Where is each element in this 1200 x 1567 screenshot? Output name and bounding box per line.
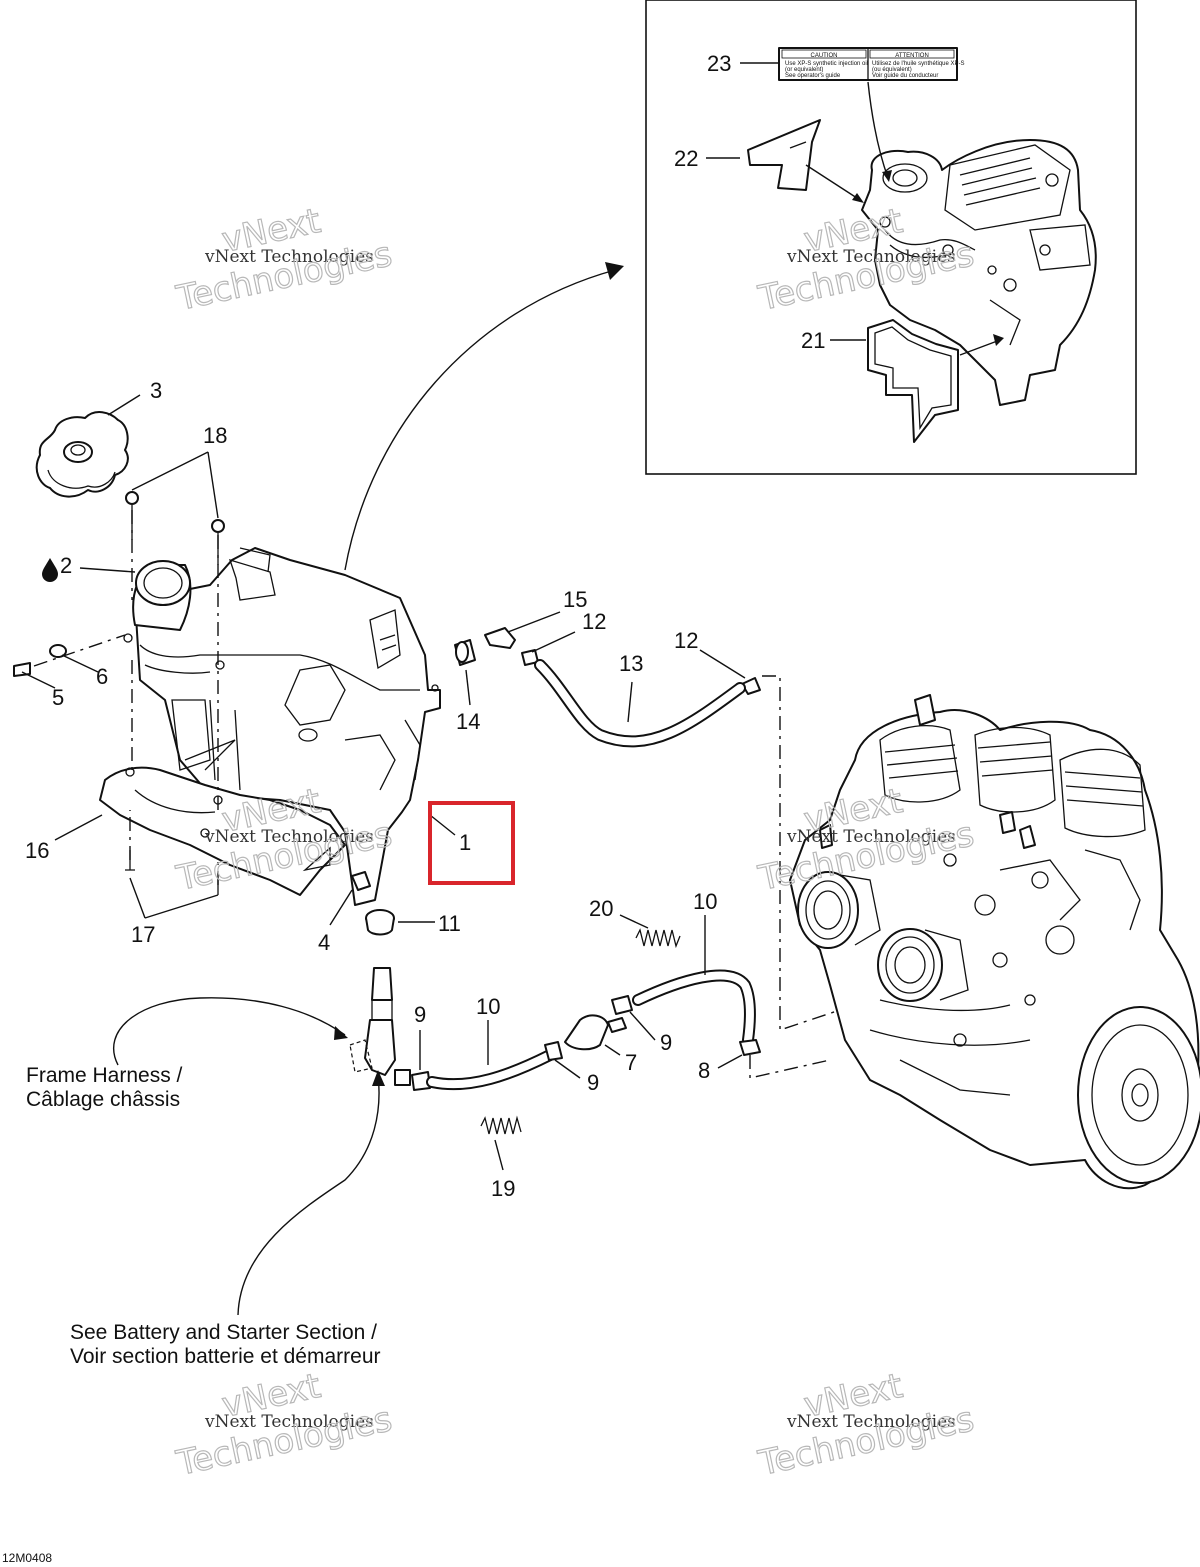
watermark-6: vNext Technologies Technologies vNext <box>754 1365 978 1484</box>
svg-text:vNext Technologies: vNext Technologies <box>204 827 374 847</box>
hose-10-upper <box>632 969 756 1046</box>
svg-text:vNext Technologies: vNext Technologies <box>786 1412 956 1432</box>
watermark-1: vNext Technologies Technologies vNext <box>172 200 396 319</box>
leader-lines <box>21 394 746 1171</box>
callout-20: 20 <box>589 896 613 921</box>
caution-decal-23: CAUTION ATTENTION Use XP-S synthetic inj… <box>778 47 965 81</box>
diagram-code: 12M0408 <box>2 1551 52 1565</box>
spring-20 <box>635 928 681 949</box>
callout-9a: 9 <box>414 1002 426 1027</box>
spring-19 <box>480 1115 522 1135</box>
callout-9b: 9 <box>587 1070 599 1095</box>
decal-left-title: CAUTION <box>811 53 838 59</box>
callout-17: 17 <box>131 922 155 947</box>
battery-section-label-line1: See Battery and Starter Section / <box>70 1321 377 1344</box>
watermark-5: vNext Technologies Technologies vNext <box>172 1365 396 1484</box>
callout-18: 18 <box>203 423 227 448</box>
callout-10a: 10 <box>476 994 500 1019</box>
callout-13: 13 <box>619 651 643 676</box>
svg-text:vNext Technologies: vNext Technologies <box>786 247 956 267</box>
oil-filter-7 <box>564 1014 627 1051</box>
callout-6: 6 <box>96 664 108 689</box>
decal-21 <box>867 319 959 443</box>
watermark-3: vNext Technologies Technologies vNext <box>172 780 396 899</box>
arrow-tank-to-inset <box>344 269 616 571</box>
decal-left-text1: Use XP-S synthetic injection oil <box>785 61 868 67</box>
callout-8: 8 <box>698 1058 710 1083</box>
elbow-fitting-15 <box>484 627 516 649</box>
decal-right-title: ATTENTION <box>895 53 929 59</box>
callout-3: 3 <box>150 378 162 403</box>
callout-2: 2 <box>60 553 72 578</box>
oil-cap-3 <box>35 411 129 498</box>
battery-section-label-line2: Voir section batterie et démarreur <box>70 1345 381 1368</box>
callout-19: 19 <box>491 1176 515 1201</box>
callout-14: 14 <box>456 709 480 734</box>
callout-12b: 12 <box>674 628 698 653</box>
oil-drop-icon <box>42 558 58 582</box>
engine-top-inset <box>861 139 1097 406</box>
grommet-14 <box>454 639 476 666</box>
callout-7: 7 <box>625 1050 637 1075</box>
callout-15: 15 <box>563 587 587 612</box>
decal-right-text1: Utilisez de l'huile synthétique XP-S <box>872 61 965 67</box>
oil-tank <box>13 411 441 906</box>
clamp-9c <box>611 995 633 1015</box>
hose-10-lower <box>426 1049 556 1091</box>
decal-left-text2: (or equivalent) <box>785 67 823 73</box>
svg-text:vNext Technologies: vNext Technologies <box>204 1412 374 1432</box>
engine-inset: CAUTION ATTENTION Use XP-S synthetic inj… <box>645 0 1137 475</box>
hose-13 <box>534 659 746 748</box>
fitting-8 <box>739 1039 761 1056</box>
arrow-battery <box>237 1074 380 1316</box>
oil-level-sensor <box>364 967 396 1076</box>
decal-22 <box>747 119 821 191</box>
callout-11: 11 <box>438 911 461 936</box>
callout-9c: 9 <box>660 1030 672 1055</box>
frame-harness-label-line1: Frame Harness / <box>26 1064 183 1087</box>
callout-1: 1 <box>459 830 471 855</box>
intake-boots <box>797 871 969 1002</box>
callout-22: 22 <box>674 146 698 171</box>
callout-10b: 10 <box>693 889 717 914</box>
callout-12a: 12 <box>582 609 606 634</box>
callout-4: 4 <box>318 930 330 955</box>
grommet-11 <box>365 909 395 936</box>
frame-harness-label-line2: Câblage châssis <box>26 1088 180 1111</box>
callout-23: 23 <box>707 51 731 76</box>
clamp-9a <box>411 1071 431 1091</box>
arrow-frame-harness <box>112 997 346 1066</box>
engine-assembly <box>789 694 1200 1190</box>
flywheel <box>1077 1006 1200 1184</box>
svg-text:vNext Technologies: vNext Technologies <box>204 247 374 267</box>
svg-text:vNext Technologies: vNext Technologies <box>786 827 956 847</box>
clamp-12b <box>741 677 761 695</box>
callout-5: 5 <box>52 685 64 710</box>
callout-16: 16 <box>25 838 49 863</box>
decal-left-text3: See operator's guide <box>785 73 841 79</box>
callout-21: 21 <box>801 328 825 353</box>
highlight-box-callout-1 <box>428 801 515 885</box>
decal-right-text3: Voir guide du conducteur <box>872 73 938 79</box>
callout-labels: 3 18 2 6 5 16 17 4 1 11 14 15 12 13 12 1… <box>25 51 825 1201</box>
clamp-9b <box>544 1041 563 1061</box>
decal-right-text2: (ou équivalent) <box>872 67 912 73</box>
